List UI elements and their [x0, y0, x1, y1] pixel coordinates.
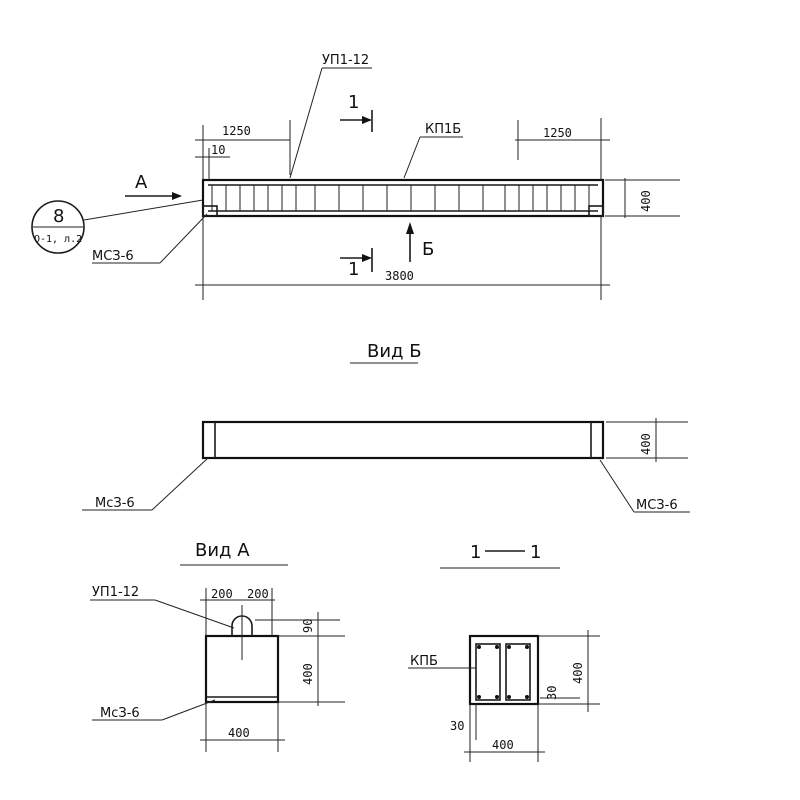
dim-height-label: 400: [639, 190, 653, 212]
leader-top-diag: [289, 67, 323, 179]
rebar-8: [525, 695, 529, 699]
rebar-3: [507, 645, 511, 649]
view-b-beam: [201, 420, 605, 460]
dim-left-label: 1250: [222, 124, 251, 138]
mark-top-label: УП1-12: [322, 53, 369, 68]
bubble-number: 8: [53, 206, 64, 227]
stirrups: [211, 185, 590, 211]
rebar-6: [495, 695, 499, 699]
end-plate-left: [202, 205, 218, 217]
dim-small-label: 10: [211, 143, 225, 157]
view-a-arrow-label: А: [135, 172, 148, 193]
view-b-dim-label: 400: [639, 433, 653, 455]
rebar-4: [525, 645, 529, 649]
beam-outline: [201, 178, 605, 218]
section-dim-width: 400: [492, 738, 514, 752]
view-b-leader-right-diag: [599, 459, 635, 513]
view-a-plate-leader-diag: [161, 699, 216, 721]
reference-bubble: [31, 200, 85, 254]
section-outline: [468, 634, 540, 706]
elevation-view: 1250 1250 10 400 3800 УП1-12 КП1Б 1 1: [31, 53, 680, 300]
section-arrowhead-bottom: [362, 254, 372, 262]
section-frame-left: [475, 643, 501, 701]
view-a-plate-label: МсЗ-6: [100, 706, 140, 721]
mark-frame-label: КП1Б: [425, 122, 461, 137]
rebar-1: [477, 645, 481, 649]
section-frame-right: [505, 643, 531, 701]
leader-frame-diag: [403, 136, 421, 179]
section-1-1: 1 1 КПБ 400 30 400 30: [408, 542, 600, 762]
view-b-plate-right-label: МСЗ-6: [636, 498, 678, 513]
view-b-plate-left-label: МсЗ-6: [95, 496, 135, 511]
rebar-2: [495, 645, 499, 649]
section-bottom-label: 1: [348, 259, 359, 280]
view-a-mark-top: УП1-12: [92, 585, 139, 600]
section-title-right: 1: [530, 542, 541, 563]
bubble-sheet: О-1, л.2: [34, 234, 82, 245]
view-a-dim-200-left: 200: [211, 587, 233, 601]
section-arrowhead-top: [362, 116, 372, 124]
section-dim-height: 400: [571, 662, 585, 684]
view-b-arrowhead: [406, 222, 414, 234]
view-a-leader-diag: [154, 599, 235, 629]
mark-plate-label: МСЗ-6: [92, 249, 134, 264]
end-plate-right: [588, 205, 604, 217]
section-dim-30-side: 30: [545, 686, 559, 700]
bubble-leader: [83, 199, 204, 221]
dim-total-label: 3800: [385, 269, 414, 283]
view-b: Вид Б 400 МсЗ-6 МСЗ-6: [82, 341, 690, 513]
section-dim-30-bottom: 30: [450, 719, 464, 733]
view-a: Вид А 200 200 УП1-12 90 400 400 МсЗ-6: [90, 540, 345, 752]
view-b-leader-left-diag: [151, 457, 209, 511]
view-a-dim-height: 400: [301, 663, 315, 685]
section-top-label: 1: [348, 92, 359, 113]
dim-right-label: 1250: [543, 126, 572, 140]
view-a-title: Вид А: [195, 540, 250, 561]
section-frame-label: КПБ: [410, 654, 438, 669]
view-a-dim-200-right: 200: [247, 587, 269, 601]
view-a-dim-width: 400: [228, 726, 250, 740]
section-title-left: 1: [470, 542, 481, 563]
leader-plate-diag: [159, 213, 208, 264]
rebar-7: [507, 695, 511, 699]
view-b-title: Вид Б: [367, 341, 422, 362]
rebar-5: [477, 695, 481, 699]
view-b-arrow-label: Б: [422, 239, 434, 260]
view-a-arrowhead: [172, 192, 182, 200]
view-a-dim-90: 90: [301, 619, 315, 633]
